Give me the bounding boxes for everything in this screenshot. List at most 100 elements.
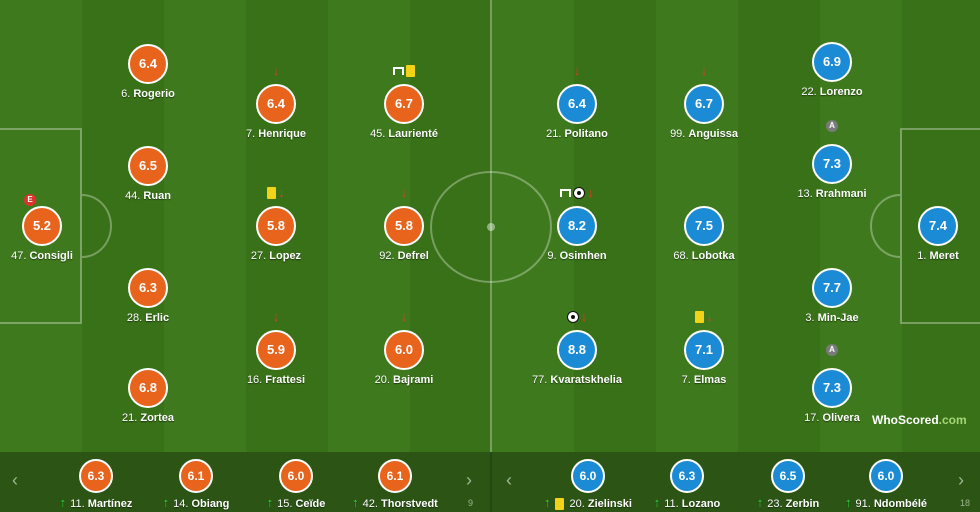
home-substitute[interactable]: 6.0↑15. Ceïde: [241, 459, 351, 510]
away-bench-next-button[interactable]: ›: [958, 470, 964, 490]
substitute-number: 23.: [767, 498, 786, 510]
substitute-name: ↑11. Martínez: [41, 495, 151, 510]
home-bench-next-button[interactable]: ›: [466, 470, 472, 490]
player-name: 27. Lopez: [216, 250, 336, 262]
arrow-up-icon: ↑: [352, 495, 359, 510]
away-substitute[interactable]: 6.3 ↑11. Lozano: [632, 459, 742, 510]
player-name-text: Elmas: [693, 374, 727, 386]
player-rating: 5.9: [256, 330, 296, 370]
substitute-rating: 6.0: [279, 459, 313, 493]
arrow-down-icon: ↓: [400, 185, 408, 201]
substitute-number: 14.: [173, 498, 192, 510]
player-events: ↓: [517, 308, 637, 324]
player-number: 92.: [379, 250, 398, 262]
away-bench-prev-button[interactable]: ‹: [506, 470, 512, 490]
substitute-name-text: Thorstvedt: [381, 498, 438, 510]
yellow-card-icon: [695, 310, 705, 323]
home-substitute[interactable]: 6.1↑14. Obiang: [141, 459, 251, 510]
player-name: 92. Defrel: [344, 250, 464, 262]
player-number: 27.: [250, 250, 270, 262]
player-number: 17.: [804, 412, 823, 424]
player-rating: 8.2: [557, 206, 597, 246]
assist-badge-icon: A: [826, 120, 838, 132]
player-number: 99.: [670, 128, 689, 140]
player-name-text: Meret: [929, 250, 959, 262]
substitute-number: 20.: [569, 498, 588, 510]
player-name-text: Lobotka: [691, 250, 735, 262]
ball-icon: [573, 186, 586, 199]
player-name: 3. Min-Jae: [772, 312, 892, 324]
arrow-down-icon: ↓: [278, 185, 285, 201]
substitute-rating: 6.1: [378, 459, 412, 493]
player-name: 1. Meret: [878, 250, 980, 262]
substitute-number: 42.: [362, 498, 381, 510]
player-name-text: Henrique: [258, 128, 306, 140]
player-name-text: Lorenzo: [819, 86, 863, 98]
player-name-text: Lopez: [269, 250, 302, 262]
goalpost-icon: [560, 188, 572, 197]
arrow-down-icon: ↓: [272, 63, 280, 79]
substitute-rating: 6.1: [179, 459, 213, 493]
player-rating: 8.8: [557, 330, 597, 370]
player-number: 28.: [126, 312, 146, 324]
player-number: 16.: [246, 374, 266, 386]
player-events: ↓: [517, 62, 637, 78]
home-substitute[interactable]: 6.1 ↑42. Thorstvedt: [340, 459, 450, 510]
away-penalty-box: [900, 128, 980, 324]
home-substitute[interactable]: 6.3↑11. Martínez: [41, 459, 151, 510]
substitute-name-text: Ceïde: [295, 498, 326, 510]
away-substitute[interactable]: 6.0↑91. Ndombélé: [831, 459, 941, 510]
arrow-up-icon: ↑: [266, 495, 274, 510]
arrow-up-icon: ↑: [844, 495, 852, 510]
player-name: 45. Laurienté: [344, 128, 464, 140]
player-name: 17. Olivera: [772, 412, 892, 424]
player-number: 47.: [11, 250, 30, 262]
home-bench-peek: 9: [468, 498, 474, 508]
substitute-name: ↑20. Zielinski: [533, 495, 643, 511]
player-number: 6.: [121, 88, 134, 100]
player-name-text: Erlic: [145, 312, 170, 324]
substitute-rating: 6.3: [670, 459, 704, 493]
player-name-text: Osimhen: [559, 250, 607, 262]
substitute-name: ↑23. Zerbin: [733, 495, 843, 510]
player-name-text: Olivera: [822, 412, 860, 424]
player-events: ↓: [644, 62, 764, 78]
arrow-up-icon: ↑: [544, 495, 551, 510]
arrow-up-icon: ↑: [653, 495, 661, 510]
player-name-text: Rogerio: [133, 88, 175, 100]
player-number: 77.: [532, 374, 551, 386]
arrow-down-icon: ↓: [700, 63, 708, 79]
player-name: 9. Osimhen: [517, 250, 637, 262]
substitute-name-text: Obiang: [191, 498, 230, 510]
away-substitute[interactable]: 6.5↑23. Zerbin: [733, 459, 843, 510]
player-name-text: Bajrami: [393, 374, 434, 386]
home-bench-prev-button[interactable]: ‹: [12, 470, 18, 490]
player-name: 7. Henrique: [216, 128, 336, 140]
substitute-name-text: Lozano: [681, 498, 721, 510]
substitute-number: 11.: [664, 498, 682, 510]
away-substitute[interactable]: 6.0↑20. Zielinski: [533, 459, 643, 511]
player-number: 13.: [797, 188, 816, 200]
